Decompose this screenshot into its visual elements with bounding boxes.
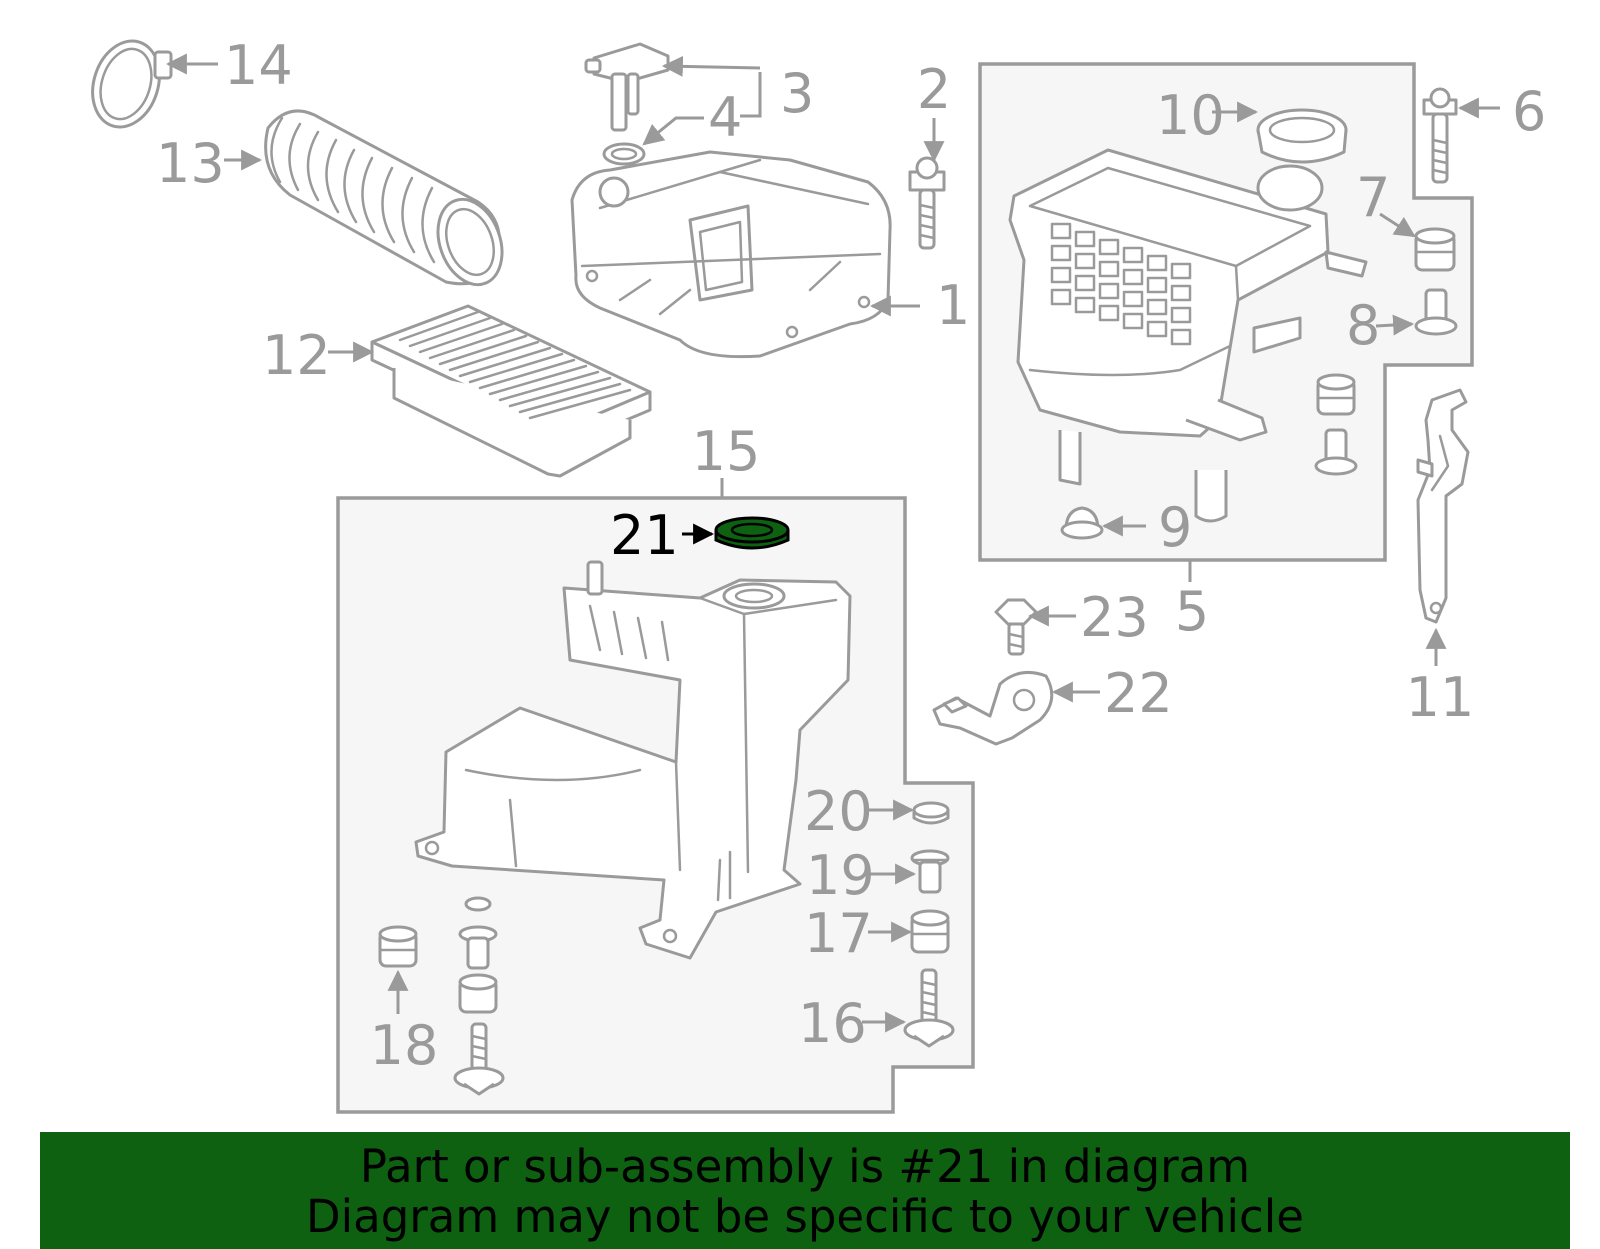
callout-6: 6 [1512,80,1546,143]
lower-collar-stack [453,896,505,1096]
callout-17: 17 [804,902,873,965]
callout-22: 22 [1104,662,1173,725]
part-19-collar [910,849,950,894]
case-collar [1314,428,1358,476]
callout-19: 19 [806,844,875,907]
callout-5: 5 [1175,580,1209,643]
part-22-bracket [932,670,1054,746]
part-5-case [1008,148,1368,523]
callout-18: 18 [370,1014,439,1077]
callout-16: 16 [798,992,867,1055]
callout-7: 7 [1356,166,1390,229]
part-18-mount-rubber [378,925,418,968]
callout-2: 2 [917,58,951,121]
case-mount-rubber [1316,373,1356,416]
part-2-bolt [908,156,946,250]
part-6-bolt [1422,87,1458,184]
callout-8: 8 [1346,294,1380,357]
callout-1: 1 [936,274,970,337]
callout-labels: 1 2 3 4 5 6 7 8 9 10 11 12 13 14 15 16 1… [156,34,1546,1077]
banner-line-2: Diagram may not be specific to your vehi… [306,1190,1304,1243]
callout-11: 11 [1406,666,1475,729]
part-1-cover [570,150,892,359]
banner-line-1: Part or sub-assembly is #21 in diagram [359,1140,1251,1193]
part-4-o-ring [602,142,646,166]
part-9-grommet [1060,506,1104,540]
callout-9: 9 [1158,496,1192,559]
part-16-stud [903,968,955,1048]
callout-4: 4 [708,86,742,149]
part-10-seal [1256,108,1348,164]
leader-lines [165,53,1500,1033]
part-23-bolt [994,598,1038,656]
callout-3: 3 [780,62,814,125]
callout-21-highlighted: 21 [610,504,679,567]
callout-12: 12 [262,324,331,387]
part-17-mount-rubber [910,909,950,954]
callout-15: 15 [692,420,761,483]
callout-10: 10 [1156,84,1225,147]
callout-14: 14 [224,34,293,97]
part-12-air-filter [370,304,652,478]
info-banner: Part or sub-assembly is #21 in diagram D… [40,1132,1570,1249]
part-21-grommet-highlighted[interactable] [714,516,790,550]
callout-23: 23 [1080,586,1149,649]
part-20-cap [912,801,950,825]
part-8-collar [1414,288,1458,336]
part-7-mount-rubber [1414,227,1456,272]
part-3-sensor [584,42,670,132]
part-11-bracket [1416,388,1470,624]
part-15-resonator [414,560,852,960]
callout-20: 20 [804,780,873,843]
callout-13: 13 [156,132,225,195]
part-14-clamp [91,39,173,129]
part-13-intake-hose [264,109,504,287]
